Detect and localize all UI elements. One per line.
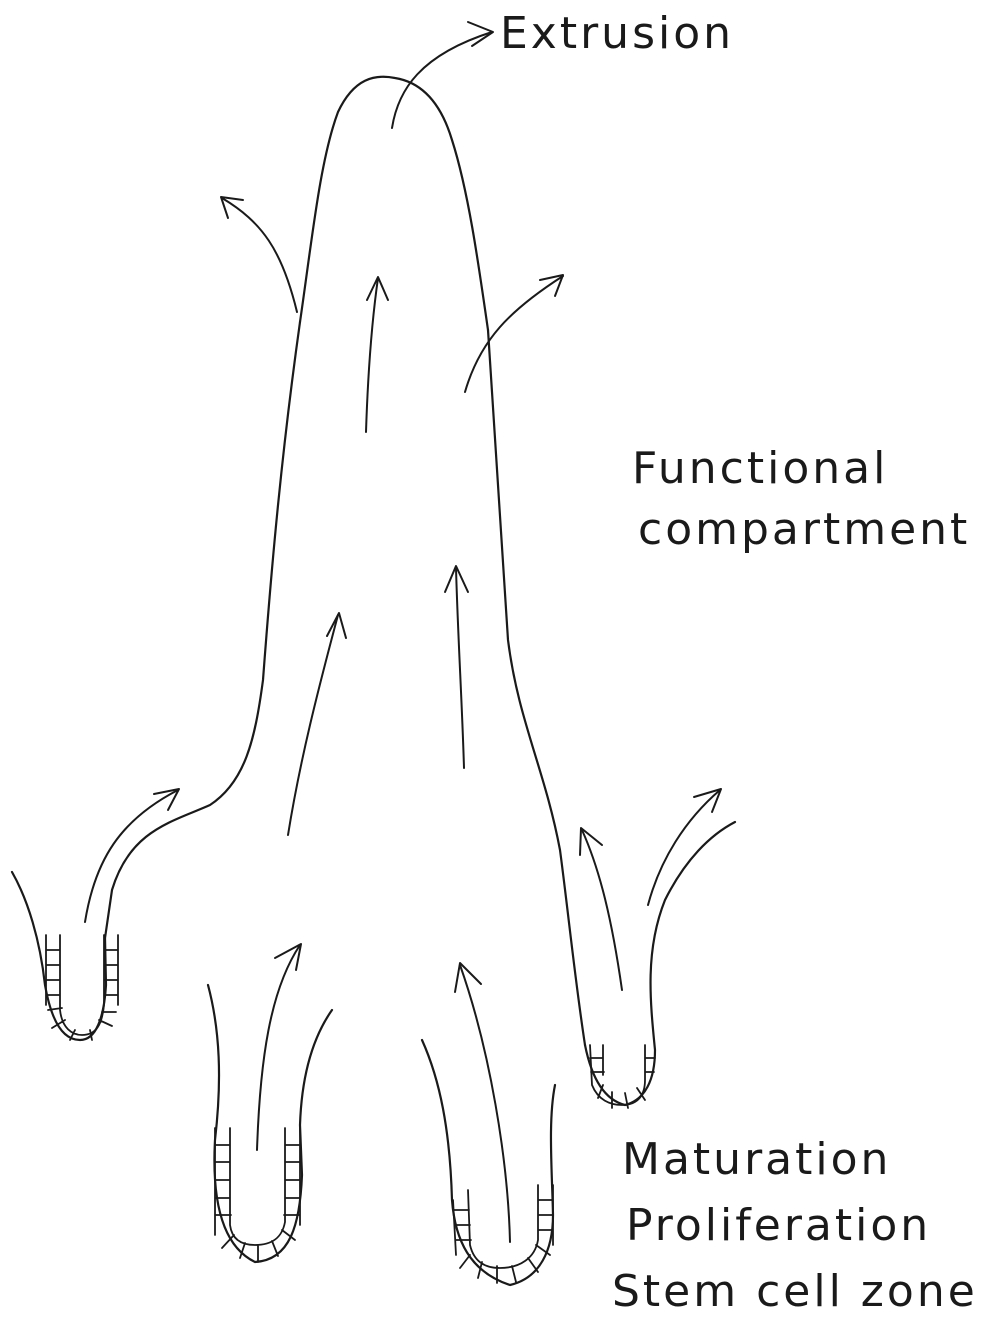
arrow-middle-left [288,613,346,835]
migration-arrows [85,22,721,1242]
arrow-middle-right [445,566,468,768]
villus-left-edge [105,322,300,938]
arrow-extrusion [392,22,493,128]
crypt-right [585,822,735,1105]
arrow-center-right-crypt [455,963,510,1242]
label-stem-cell-zone: Stem cell zone [612,1270,978,1314]
label-functional-line2: compartment [638,508,970,552]
label-proliferation: Proliferation [626,1204,931,1248]
crypt-cell-lining [46,935,655,1283]
arrow-center-left-crypt [257,944,301,1150]
label-maturation: Maturation [622,1138,891,1182]
cells-far-left [46,935,118,1040]
arrow-far-left-crypt [85,789,179,922]
arrow-right-crypt-inner [580,828,622,990]
arrow-upper-center [366,277,388,432]
arrow-right-crypt-outer [648,789,721,905]
label-extrusion: Extrusion [500,12,734,56]
crypt-far-left [12,872,106,1040]
label-functional-line1: Functional [632,447,888,491]
villus-right-edge [488,330,585,1045]
cells-right [590,1045,655,1108]
villus-outline [105,77,585,1045]
arrow-upper-right [465,275,563,392]
arrow-upper-left [221,197,297,312]
